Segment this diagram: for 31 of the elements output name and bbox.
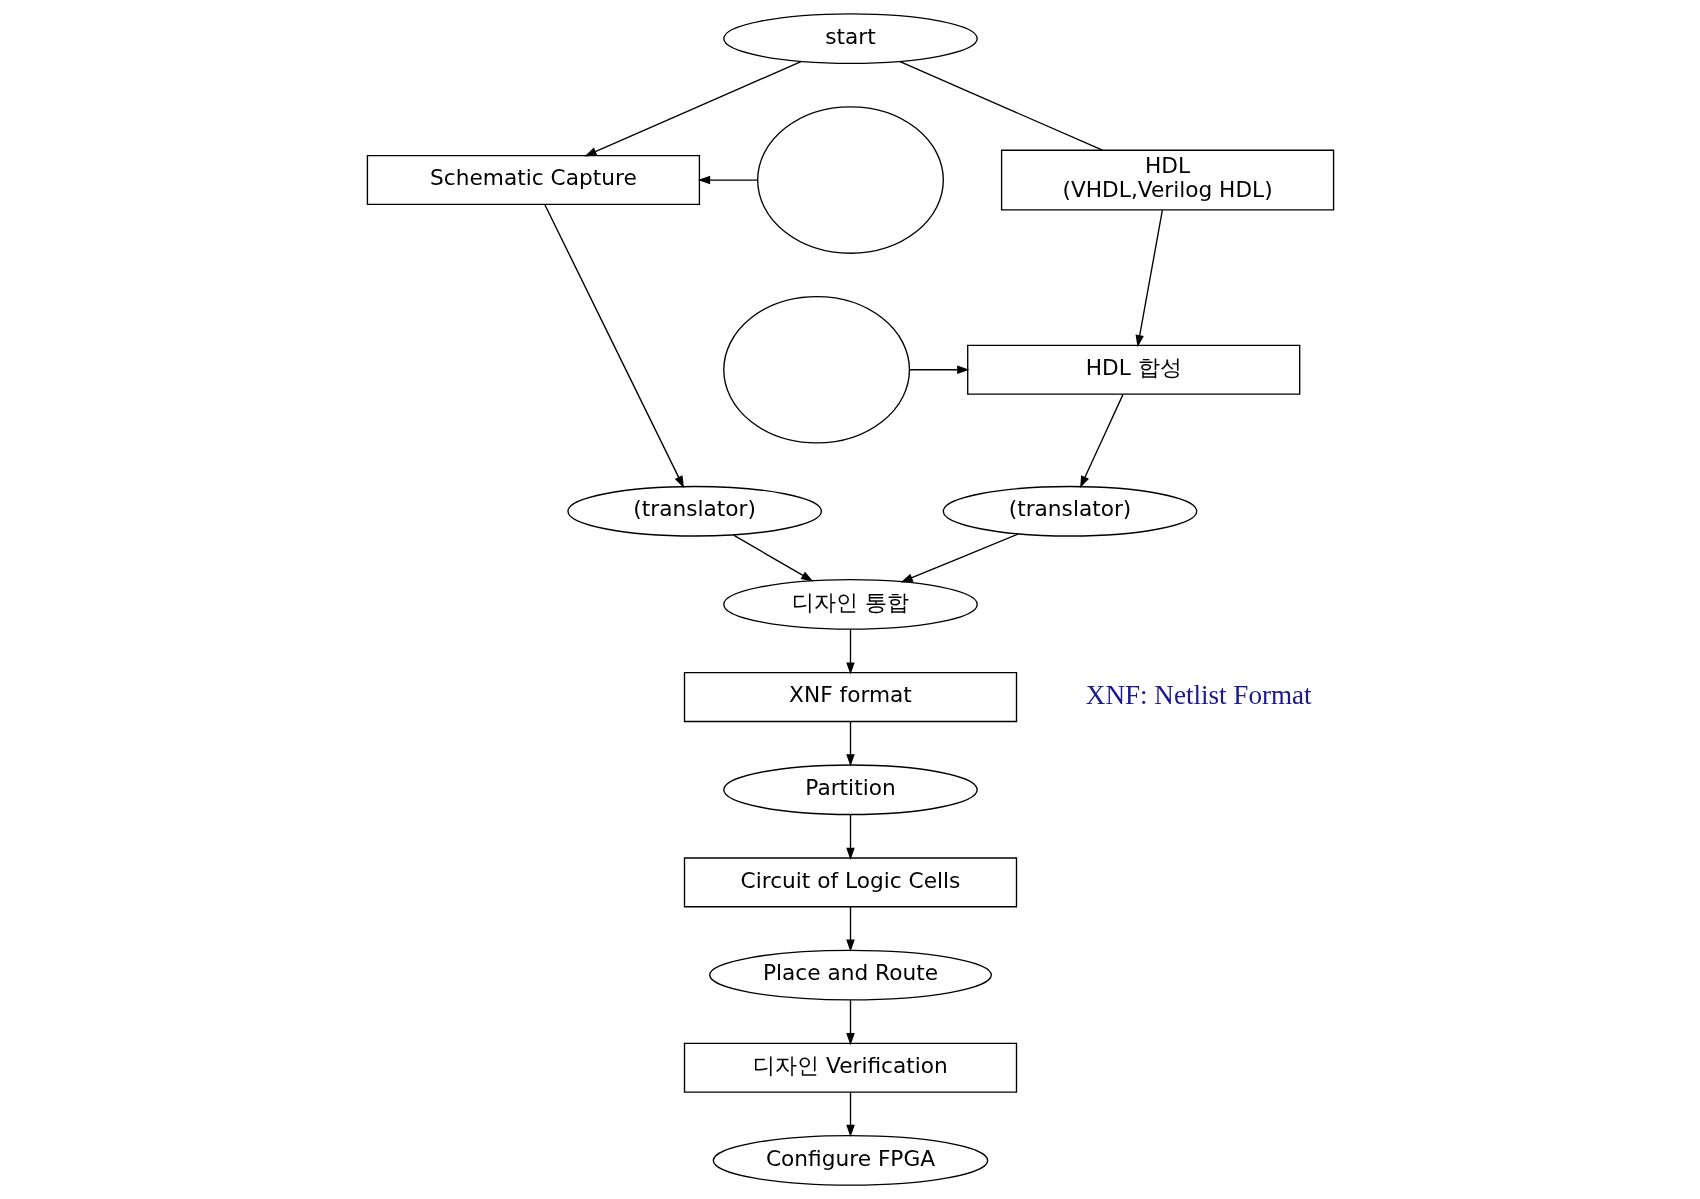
node-ellipse: Place and Route: [708, 949, 992, 1001]
node-box: HDL (VHDL,Verilog HDL): [1000, 149, 1334, 211]
node-box: XNF format: [683, 672, 1017, 723]
label: XNF: Netlist Format: [1085, 679, 1312, 710]
node-ellipse: 디자인 통합: [722, 578, 978, 630]
node-ellipse: (translator): [942, 485, 1197, 537]
node-ellipse: Partition: [722, 764, 978, 816]
node-ellipse: [756, 106, 944, 254]
node-ellipse: (translator): [566, 485, 822, 537]
node-box: 디자인 Verification: [683, 1042, 1017, 1093]
arrow: [845, 906, 855, 952]
node-ellipse: start: [722, 13, 978, 65]
arrow: [908, 365, 969, 375]
arrow: [845, 720, 855, 767]
arrow: [845, 1091, 855, 1138]
arrow: [697, 175, 758, 185]
arrow: [1079, 394, 1124, 489]
arrow: [543, 203, 684, 489]
arrow: [583, 60, 802, 157]
node-ellipse: Configure FPGA: [712, 1134, 988, 1186]
arrow: [845, 628, 855, 675]
arrow: [900, 533, 1019, 583]
arrow: [845, 999, 855, 1046]
node-box: Schematic Capture: [366, 155, 700, 206]
arrow: [1135, 209, 1163, 348]
node-ellipse: [722, 295, 910, 444]
arrow: [732, 534, 813, 582]
arrow: [845, 814, 855, 860]
connector: [898, 60, 1103, 151]
node-box: Circuit of Logic Cells: [683, 857, 1017, 908]
node-box: HDL 합성: [966, 344, 1300, 395]
